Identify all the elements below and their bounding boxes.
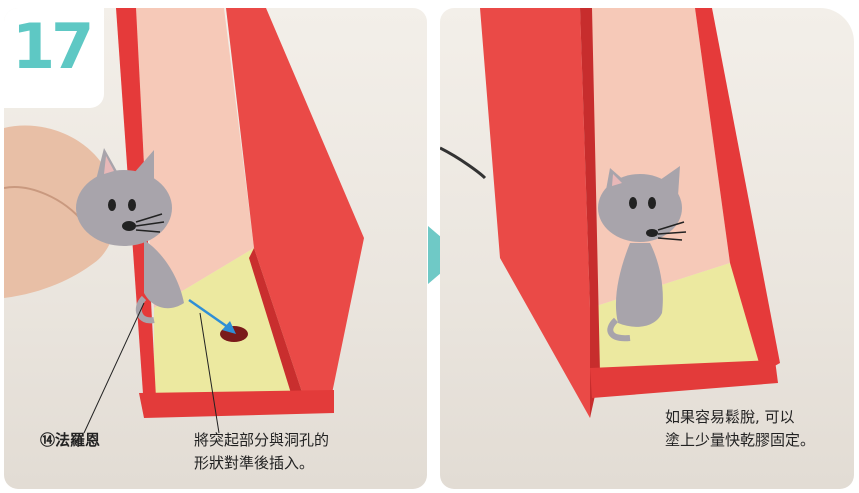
box-scene-illustration	[4, 8, 364, 434]
instruction-line-1: 將突起部分與洞孔的	[194, 431, 330, 449]
box-left-wall	[480, 8, 595, 418]
instruction-line-2: 形狀對準後插入。	[194, 454, 315, 472]
photo-panel-insert: 17 ⑭法羅恩 將突起部分與洞孔的 形狀對準後插入。	[4, 8, 427, 489]
box-right-wall	[226, 8, 364, 408]
box-bottom-edge	[139, 390, 334, 418]
callout-arrow-icon	[188, 298, 236, 334]
box-scene-result-illustration	[440, 8, 780, 418]
box-floor	[590, 263, 770, 373]
box-back-wall	[134, 8, 254, 308]
tip-line-1: 如果容易鬆脫, 可以	[665, 408, 795, 426]
tip-line-2: 塗上少量快乾膠固定。	[665, 431, 816, 449]
cable	[440, 146, 487, 180]
tip-text: 如果容易鬆脫, 可以 塗上少量快乾膠固定。	[665, 406, 815, 452]
box-right-edge	[695, 8, 780, 373]
box-bottom-edge	[590, 360, 778, 398]
cat-figure	[76, 148, 184, 324]
leader-line-part	[83, 302, 145, 434]
instruction-text: 將突起部分與洞孔的 形狀對準後插入。	[194, 429, 329, 475]
step-number: 17	[12, 10, 94, 83]
cat-figure	[598, 166, 687, 342]
photo-panel-result: 如果容易鬆脫, 可以 塗上少量快乾膠固定。	[440, 8, 854, 489]
step-badge: 17	[4, 8, 104, 108]
part-label: ⑭法羅恩	[40, 431, 101, 449]
leader-line-instruction	[199, 312, 220, 434]
hand	[4, 125, 118, 298]
